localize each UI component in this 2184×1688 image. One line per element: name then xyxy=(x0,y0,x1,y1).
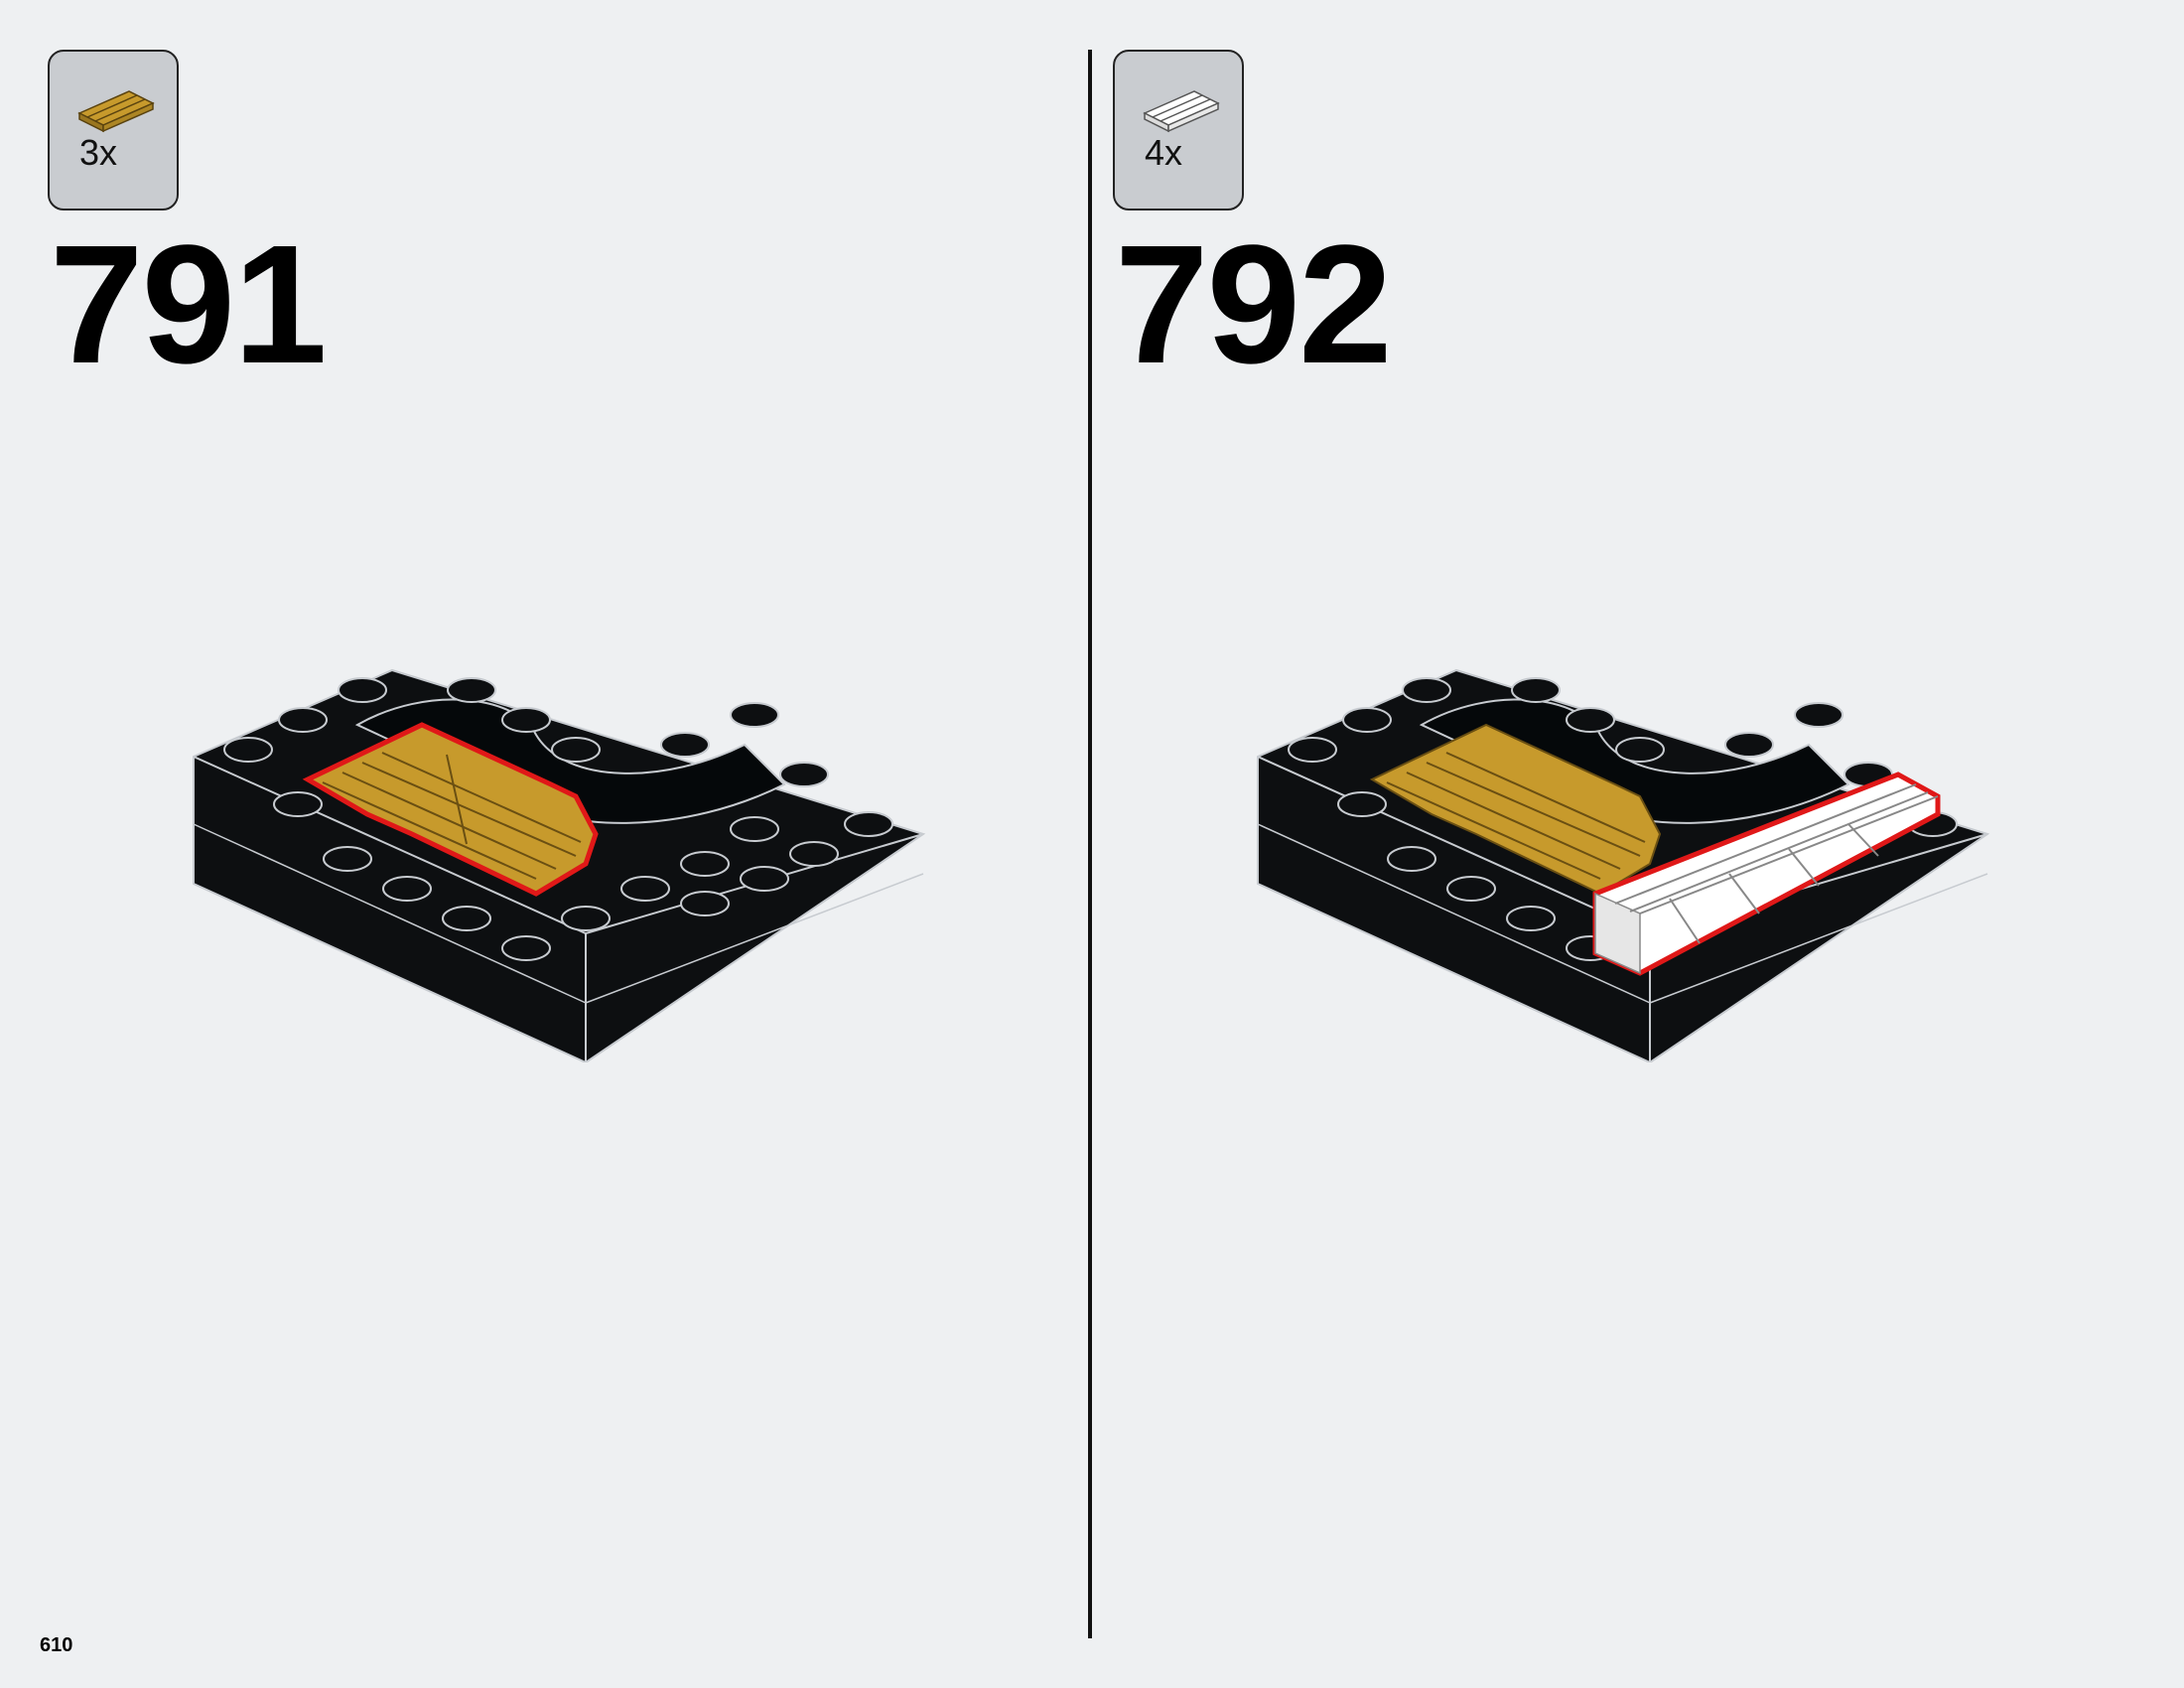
step-number-791: 791 xyxy=(50,211,328,399)
parts-callout-step-791: 3x xyxy=(48,50,179,211)
page-number: 610 xyxy=(40,1634,73,1656)
part-quantity: 3x xyxy=(79,132,118,173)
part-quantity: 4x xyxy=(1145,132,1183,173)
white-grille-tile-icon xyxy=(1143,90,1220,133)
step-791-model-illustration xyxy=(193,668,926,1062)
step-792-model-illustration xyxy=(1257,668,1990,1062)
parts-callout-step-792: 4x xyxy=(1113,50,1244,211)
gold-grille-tile-icon xyxy=(77,90,155,133)
step-number-792: 792 xyxy=(1115,211,1393,399)
step-divider xyxy=(1088,50,1092,1638)
